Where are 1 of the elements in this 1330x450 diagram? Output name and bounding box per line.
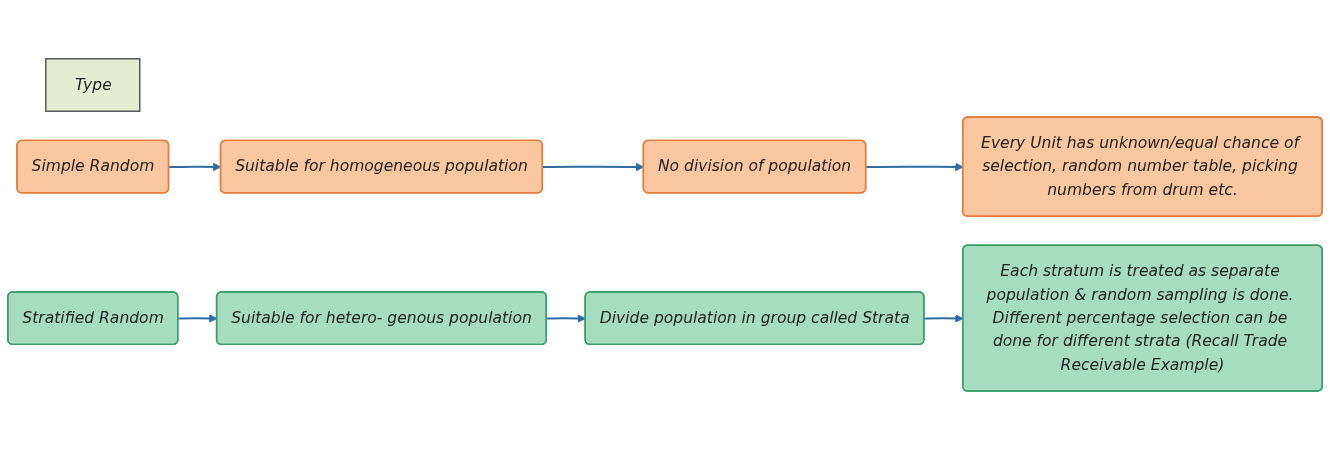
node-box: Type xyxy=(45,58,141,113)
